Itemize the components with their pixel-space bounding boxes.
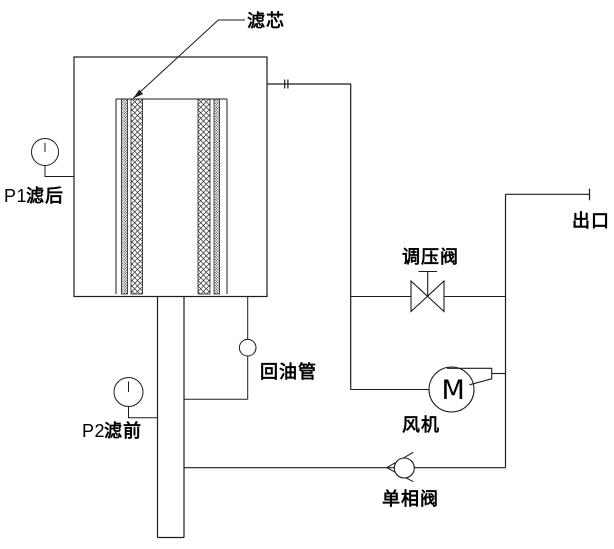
filter-mesh-strip-left [121,98,128,295]
fan-label: 风机 [402,415,440,436]
filter-media-strip-right [197,98,211,295]
check-valve-label: 单相阀 [382,488,439,510]
filter-element-callout: 滤芯 [132,10,285,99]
pressure-regulating-valve [350,270,506,313]
motor-circle-icon [428,366,475,413]
pressure-regulating-valve-label: 调压阀 [402,246,459,268]
check-valve-ball-icon [393,457,415,479]
filter-housing-outline [73,56,268,298]
pressure-gauge-p2 [113,377,158,419]
p1-name: 滤后 [26,186,64,207]
leader-arrowhead-icon [133,89,144,99]
check-valve-line [184,451,506,483]
housing-top-outlet-pipe [267,79,352,390]
gauge-connection-line [128,406,158,419]
valve-right-triangle-icon [426,279,445,313]
filter-mesh-strip-right [213,98,220,295]
p2-name: 滤前 [104,420,142,442]
outlet-label: 出口 [572,210,610,232]
valve-stem-icon [418,270,437,297]
outlet-pipe [504,188,591,468]
valve-left-triangle-icon [410,279,429,313]
motor-symbol: M [442,375,465,406]
p1-tag: P1 [4,186,27,206]
drain-pipe-lines [156,296,185,539]
p2-tag: P2 [82,421,105,441]
filter-media-strip-left [130,98,143,295]
pipe-union-icon [284,79,289,89]
leader-line [132,19,245,99]
pressure-gauge-p2-label: P2 滤前 [82,420,142,442]
pressure-gauge-p1-label: P1 滤后 [4,186,64,207]
gauge-connection-line [44,165,74,177]
filter-element-strips [121,98,220,295]
oil-return-fitting-icon [238,338,257,357]
oil-return-pipe-label: 回油管 [260,361,317,383]
bottom-drain-pipe [156,296,185,539]
filter-element-label: 滤芯 [247,10,285,32]
filter-housing [73,56,268,298]
fan-blower [350,366,506,413]
oil-return-pipe [184,296,257,400]
pressure-gauge-p1 [31,138,74,177]
